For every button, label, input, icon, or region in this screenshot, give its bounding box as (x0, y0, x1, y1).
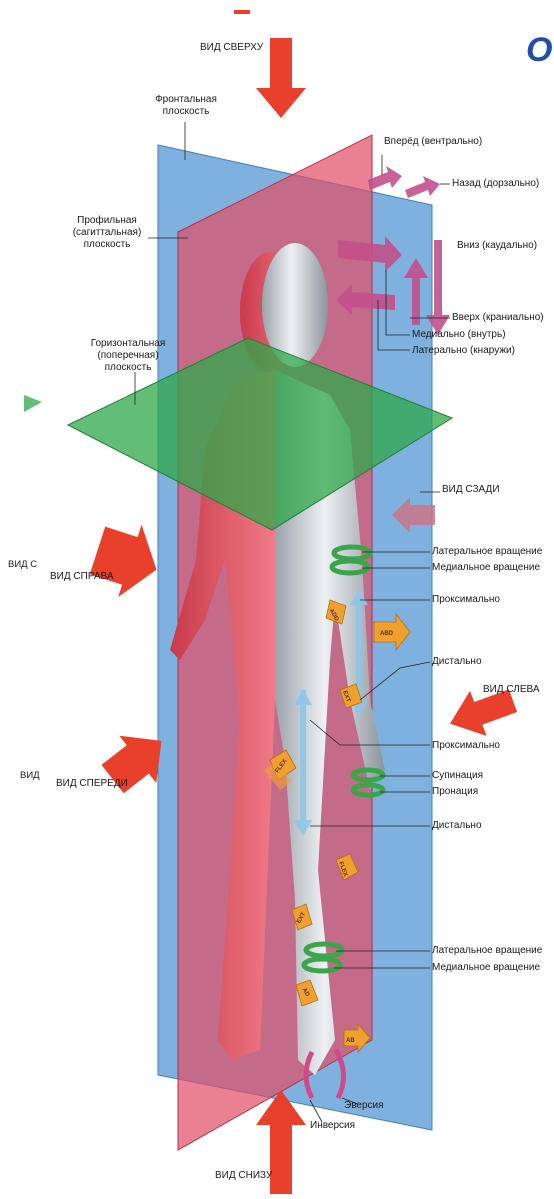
arrow-view-right (86, 514, 168, 605)
label-pronation: Пронация (432, 786, 478, 798)
arrow-view-top (256, 38, 306, 118)
arrow-view-top-cut (234, 10, 250, 14)
tag-abd-foot: AB (346, 1038, 355, 1044)
label-horizontal-plane: Горизонтальная (поперечная) плоскость (76, 338, 180, 374)
label-view-top: ВИД СВЕРХУ (200, 42, 263, 54)
label-medial-rotation-lower: Медиальное вращение (432, 962, 540, 974)
label-view-cut-left-2: ВИД (20, 770, 40, 782)
label-view-left: ВИД СЛЕВА (483, 684, 540, 696)
arrow-anterior (368, 166, 402, 190)
label-medial: Медиально (внутрь) (412, 329, 506, 341)
arrow-posterior (405, 176, 440, 198)
label-sagittal-line-3: плоскость (64, 239, 150, 251)
label-distal-upper: Дистально (432, 656, 482, 668)
label-inferior: Вниз (каудально) (457, 240, 537, 252)
horizontal-plane-fragment (24, 395, 42, 412)
label-lateral-rotation-lower: Латеральное вращение (432, 945, 542, 957)
label-sagittal-line-2: (сагиттальная) (64, 227, 150, 239)
label-frontal-line-1: Фронтальная (150, 94, 222, 106)
label-supination: Супинация (432, 770, 483, 782)
label-view-front: ВИД СПЕРЕДИ (56, 778, 128, 790)
label-posterior: Назад (дорзально) (452, 178, 539, 190)
label-lateral-rotation-upper: Латеральное вращение (432, 546, 542, 558)
label-eversion: Эверсия (344, 1100, 384, 1112)
label-anterior: Вперёд (вентрально) (384, 136, 482, 148)
label-view-bottom: ВИД СНИЗУ (215, 1170, 272, 1182)
label-view-back: ВИД СЗАДИ (442, 484, 500, 496)
label-horizontal-line-3: плоскость (76, 362, 180, 374)
tag-abd-arm: ABD (380, 631, 394, 637)
label-frontal-line-2: плоскость (150, 106, 222, 118)
label-view-right: ВИД СПРАВА (50, 571, 114, 583)
label-distal-lower: Дистально (432, 820, 482, 832)
label-medial-rotation-upper: Медиальное вращение (432, 562, 540, 574)
label-horizontal-line-2: (поперечная) (76, 350, 180, 362)
label-proximal-lower: Проксимально (432, 740, 500, 752)
title-fragment: О (526, 30, 552, 70)
label-view-cut-left-1: ВИД С (8, 559, 37, 571)
label-inversion: Инверсия (310, 1120, 355, 1132)
label-lateral: Латерально (кнаружи) (412, 345, 515, 357)
label-frontal-plane: Фронтальная плоскость (150, 94, 222, 118)
label-sagittal-line-1: Профильная (64, 215, 150, 227)
label-sagittal-plane: Профильная (сагиттальная) плоскость (64, 215, 150, 251)
label-horizontal-line-1: Горизонтальная (76, 338, 180, 350)
label-proximal-upper: Проксимально (432, 594, 500, 606)
label-superior: Вверх (краниально) (452, 312, 544, 324)
